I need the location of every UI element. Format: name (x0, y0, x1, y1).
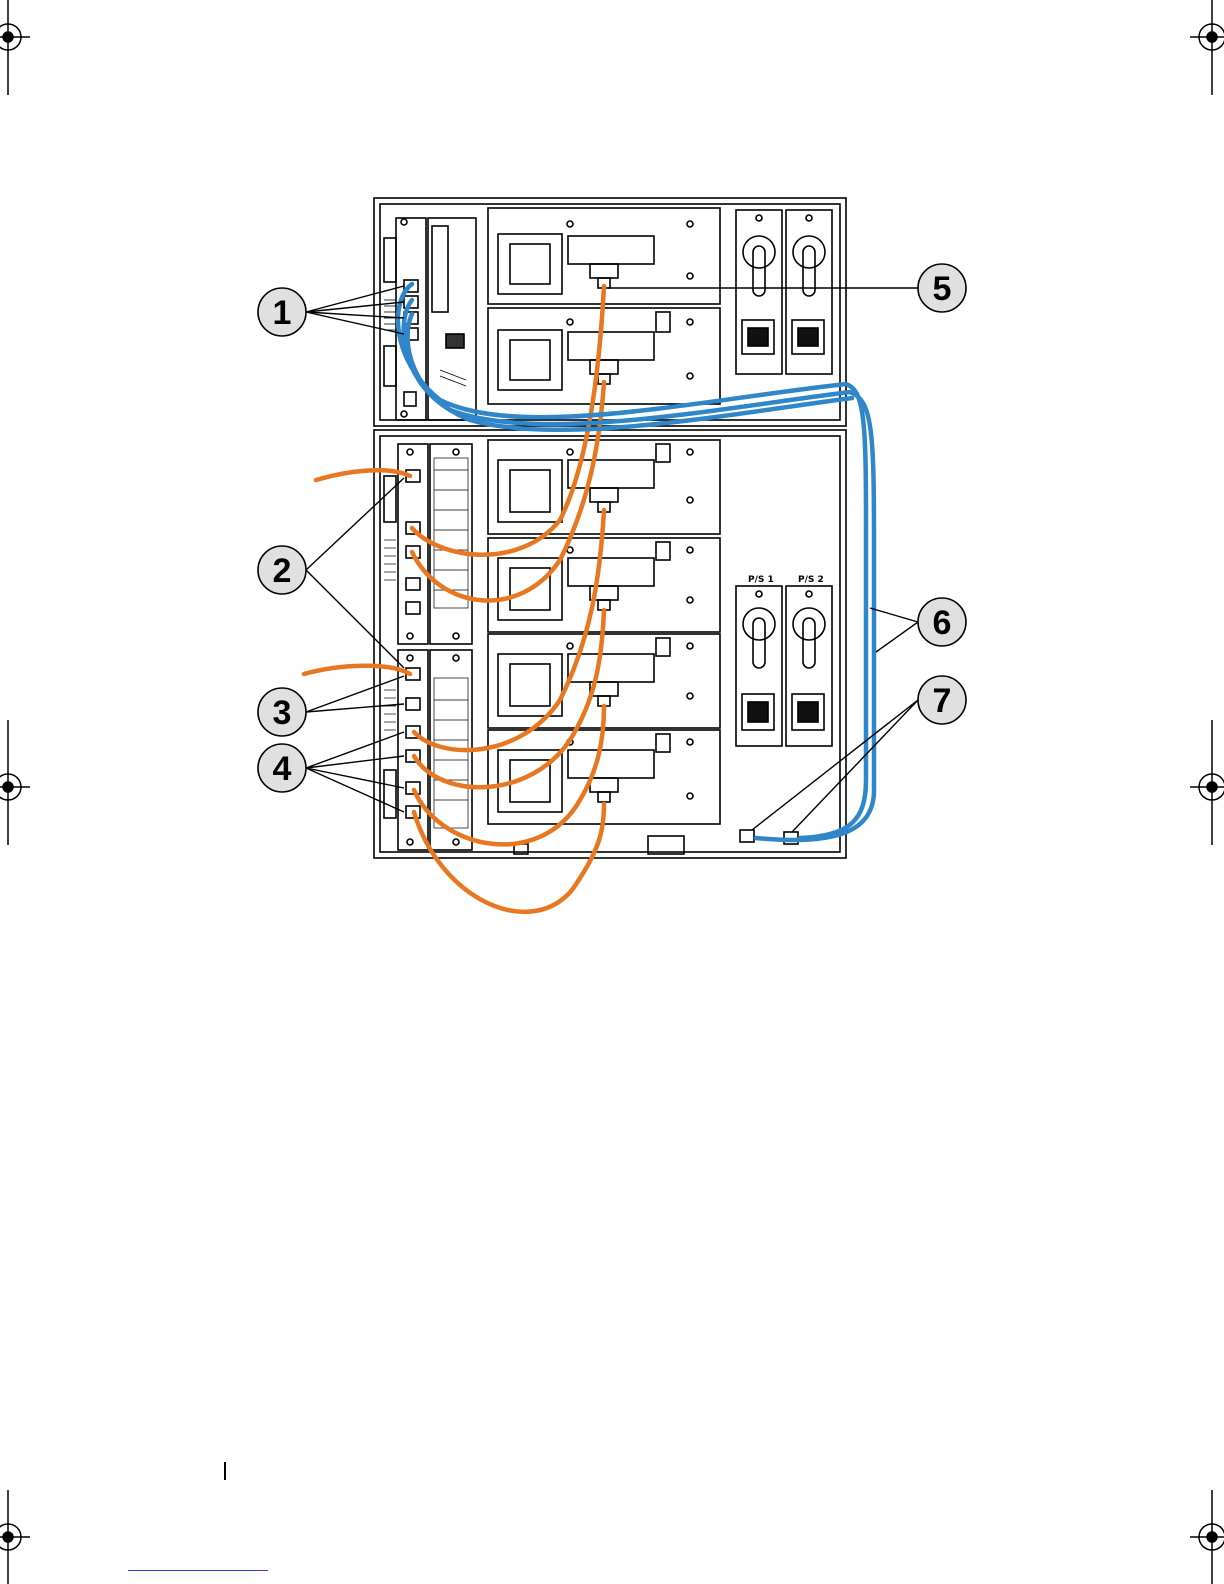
callout-4: 4 (258, 744, 306, 792)
registration-mark-bottom-right (1190, 1490, 1224, 1584)
registration-mark-bottom-left (0, 1490, 30, 1584)
footer-link-underline (128, 1570, 268, 1571)
callout-1: 1 (258, 288, 306, 336)
callout-3: 3 (258, 688, 306, 736)
registration-mark-top-left (0, 0, 30, 95)
registration-mark-mid-right (1190, 720, 1224, 845)
callout-2: 2 (258, 546, 306, 594)
power-supply-2-label: P/S 2 (798, 575, 824, 585)
callout-7: 7 (918, 676, 966, 724)
callout-3-label: 3 (273, 694, 292, 732)
power-supply-1-label: P/S 1 (748, 575, 774, 585)
callout-6: 6 (918, 598, 966, 646)
callout-5: 5 (918, 264, 966, 312)
registration-mark-top-right (1190, 0, 1224, 95)
lower-module (374, 430, 846, 858)
callout-5-label: 5 (933, 270, 952, 308)
callout-7-label: 7 (933, 682, 952, 720)
registration-mark-mid-left (0, 720, 30, 845)
page-footer-rule (224, 1462, 226, 1480)
callout-6-label: 6 (933, 604, 952, 642)
callout-4-label: 4 (273, 750, 292, 788)
callout-2-label: 2 (273, 552, 292, 590)
callout-1-label: 1 (273, 294, 292, 332)
